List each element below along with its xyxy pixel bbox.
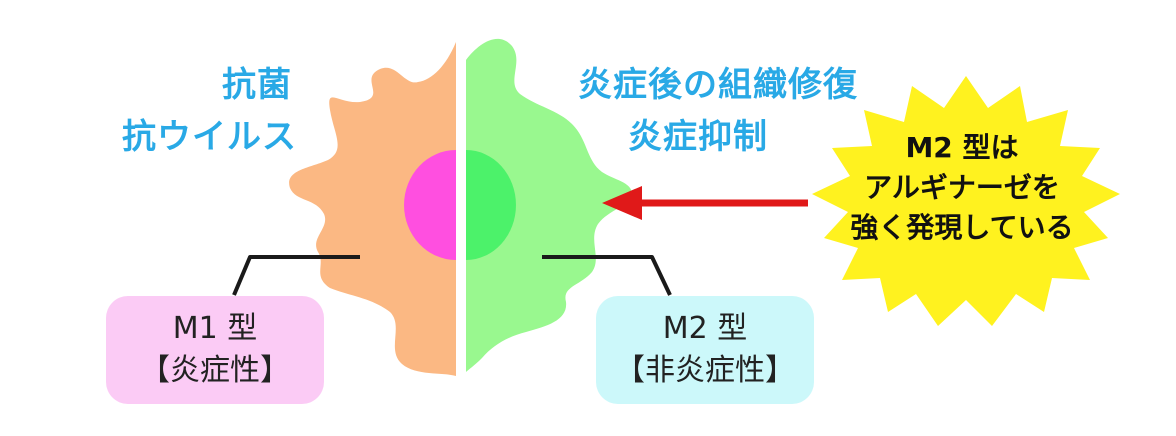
- m2-leader-line: [542, 255, 672, 296]
- m1-leader-line: [232, 255, 360, 296]
- m2-cell-body: [466, 38, 632, 372]
- callout-text: M2 型は アルギナーゼを 強く発現している: [810, 128, 1114, 248]
- m1-type-label: M1 型: [172, 311, 258, 346]
- m1-type-box: M1 型 【炎症性】: [106, 296, 324, 404]
- m2-type-property: 【非炎症性】: [615, 353, 795, 388]
- arrow-head: [602, 186, 642, 220]
- m1-nucleus: [404, 150, 456, 260]
- m2-function-anti-inflammation: 炎症抑制: [628, 117, 768, 157]
- m1-function-antiviral: 抗ウイルス: [122, 117, 297, 157]
- callout-line: M2 型は: [905, 131, 1019, 164]
- m2-function-tissue-repair: 炎症後の組織修復: [578, 65, 858, 105]
- m1-function-antibacterial: 抗菌: [222, 65, 292, 105]
- callout-line: 強く発現している: [850, 211, 1074, 244]
- m2-nucleus: [466, 150, 516, 260]
- callout-line: アルギナーゼを: [864, 171, 1060, 204]
- m1-type-property: 【炎症性】: [140, 353, 290, 388]
- starburst-shape: [812, 76, 1120, 326]
- m2-type-box: M2 型 【非炎症性】: [596, 296, 814, 404]
- m1-cell-body: [289, 42, 456, 376]
- m2-type-label: M2 型: [662, 311, 748, 346]
